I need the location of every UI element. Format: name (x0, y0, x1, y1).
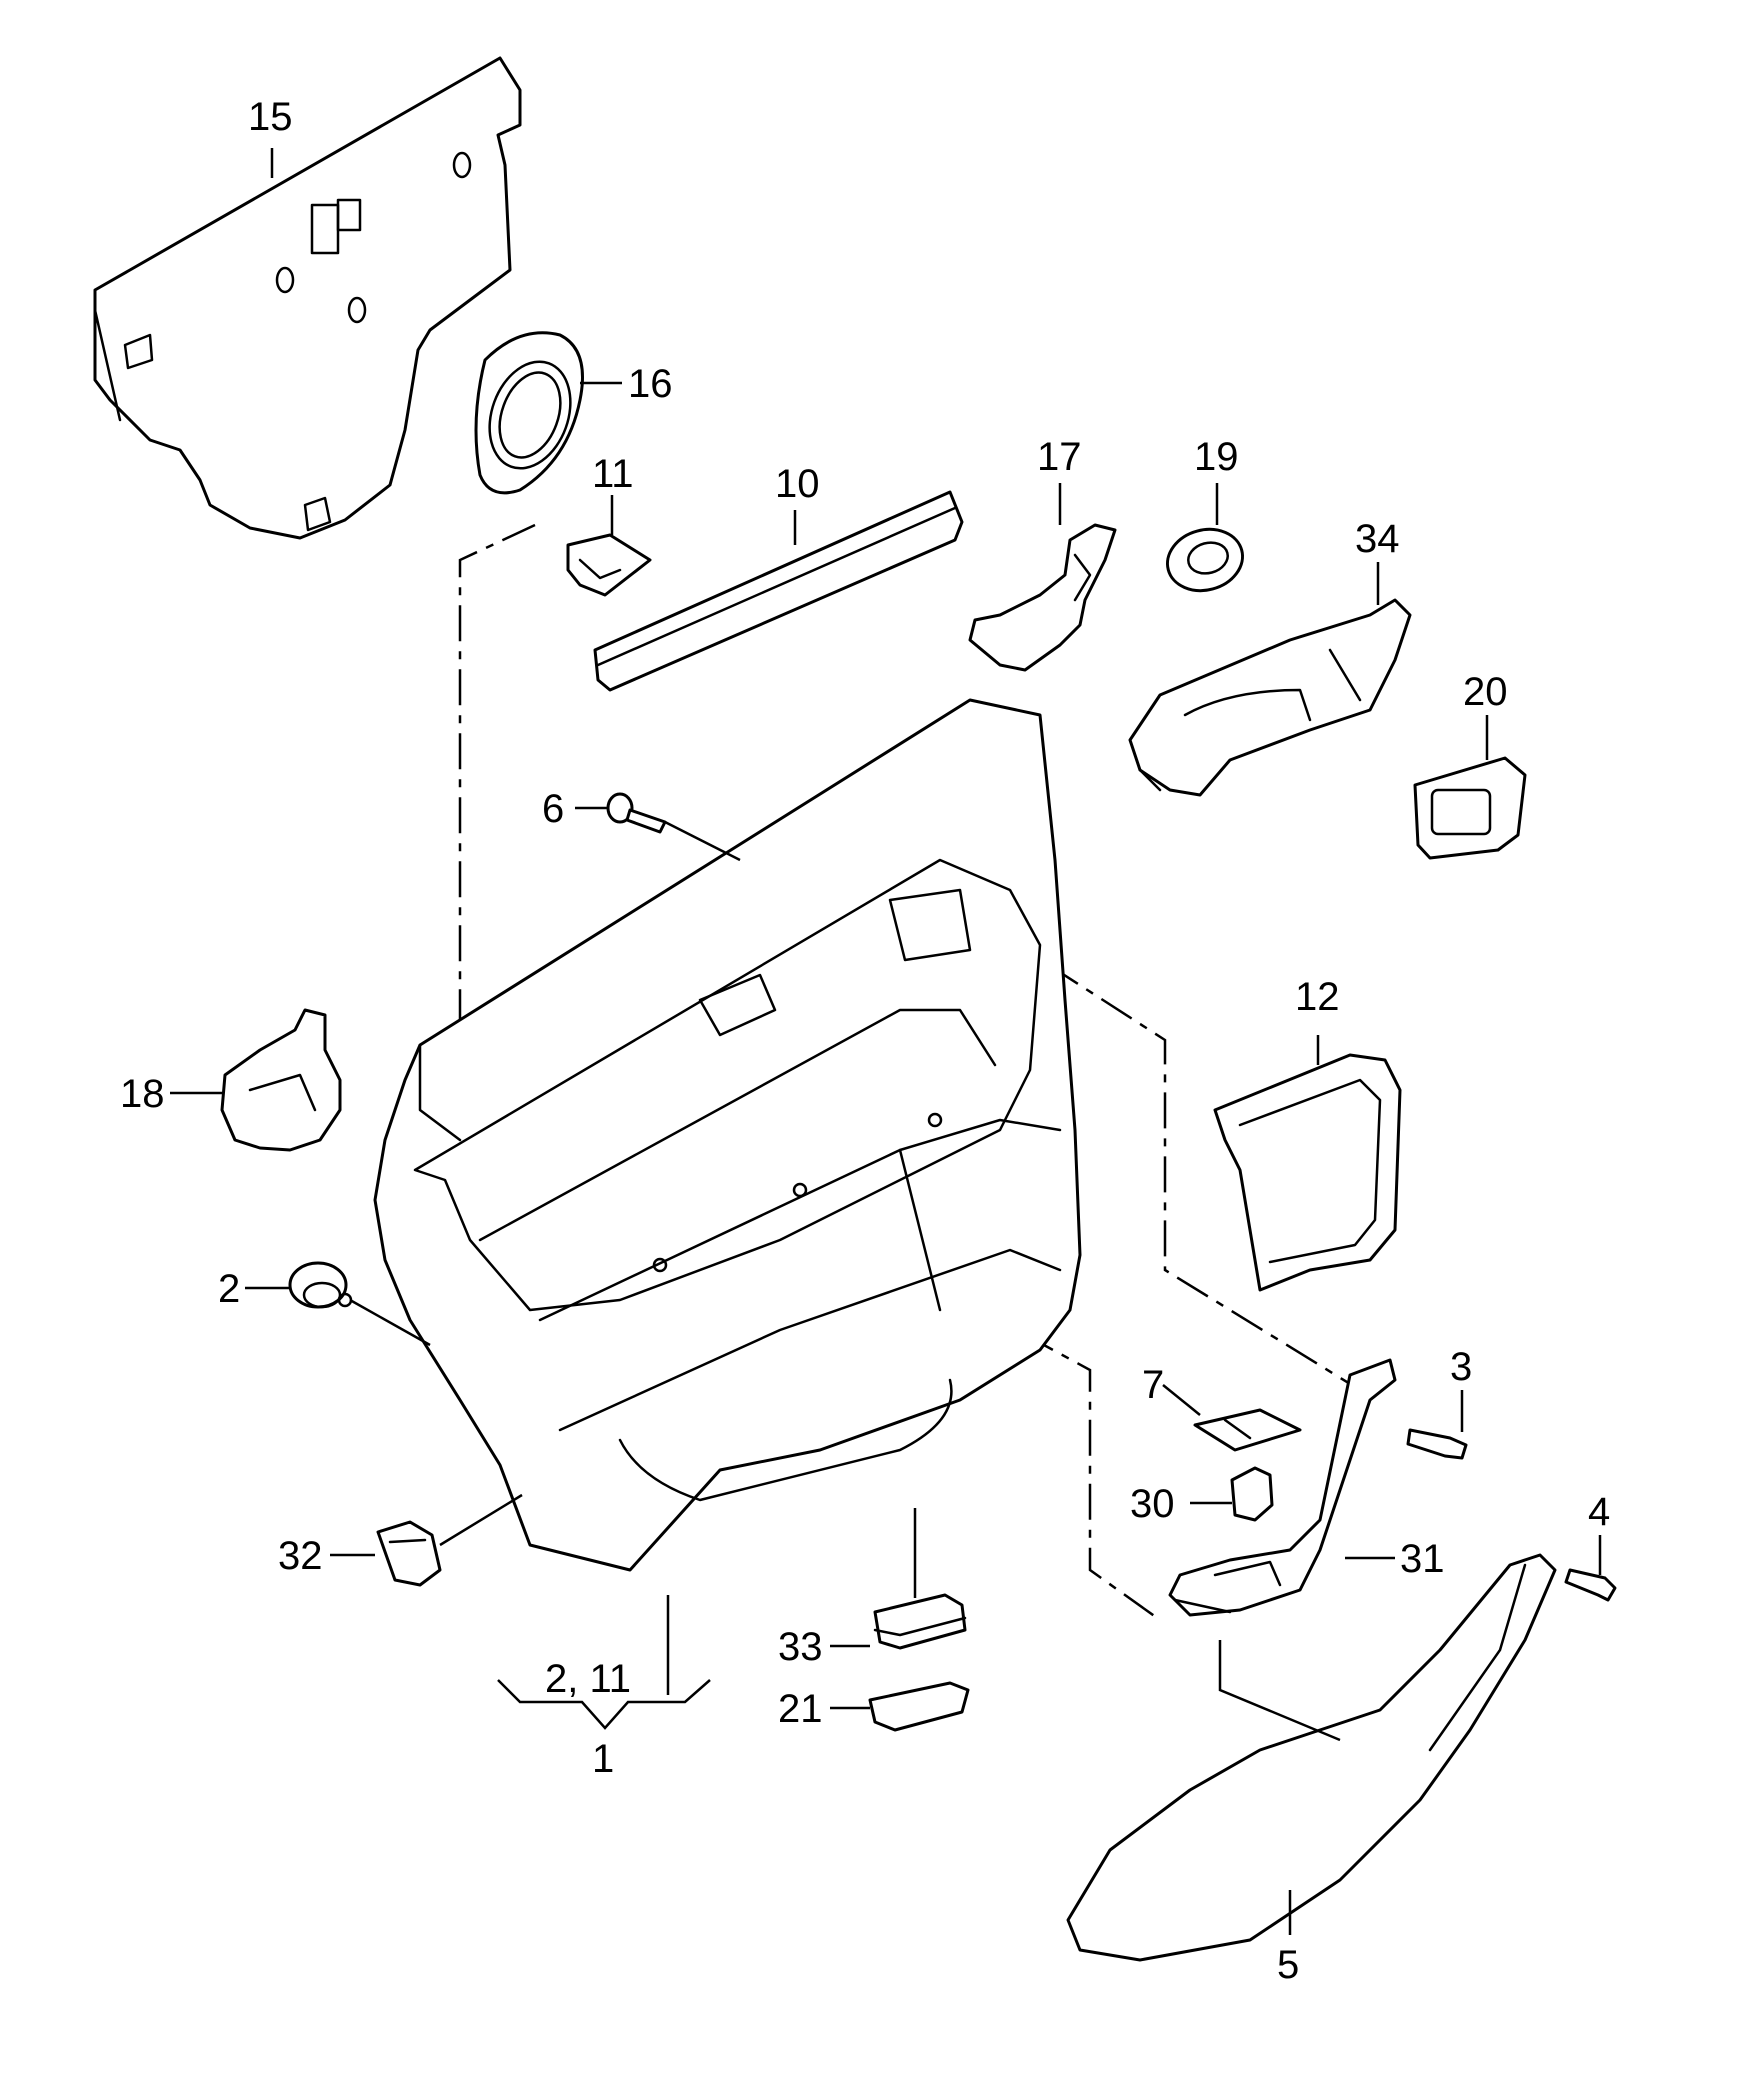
callout-2-11: 2, 11 (545, 1657, 631, 1701)
part-17-bracket (968, 523, 1117, 672)
part-20-switch-cover (1413, 756, 1527, 860)
callout-30: 30 (1130, 1482, 1175, 1526)
callout-21: 21 (778, 1687, 823, 1731)
callout-15: 15 (248, 95, 293, 139)
callout-16: 16 (628, 362, 673, 406)
part-32-clip (376, 1520, 442, 1587)
callout-3: 3 (1450, 1345, 1472, 1389)
part-30-switch (1230, 1466, 1274, 1522)
part-2-cap-nut (288, 1261, 353, 1309)
callout-33: 33 (778, 1625, 823, 1669)
part-7-switch-label (1193, 1408, 1302, 1452)
callout-18: 18 (120, 1072, 165, 1116)
callout-12: 12 (1295, 975, 1340, 1019)
part-33-cover (873, 1593, 967, 1650)
callout-10: 10 (775, 462, 820, 506)
part-31-grab-handle-carrier (1168, 1358, 1397, 1617)
callout-labels: 15 16 11 10 17 19 34 20 6 12 18 2 7 3 4 … (120, 95, 1610, 1987)
callout-34: 34 (1355, 517, 1400, 561)
callout-7: 7 (1142, 1363, 1164, 1407)
part-4-screw (1564, 1568, 1617, 1602)
part-1-door-trim-panel (373, 698, 1082, 1572)
callout-32: 32 (278, 1534, 323, 1578)
part-3-screw (1406, 1428, 1468, 1460)
part-18-lock-bracket (220, 1008, 342, 1152)
part-5-armrest (1066, 1553, 1557, 1962)
callout-20: 20 (1463, 670, 1508, 714)
part-10-trim-strip (593, 490, 964, 692)
part-15-insulation-panel (93, 56, 522, 540)
callout-31: 31 (1400, 1537, 1445, 1581)
callout-19: 19 (1194, 435, 1239, 479)
part-21-pad (868, 1681, 970, 1732)
part-34-handle-housing (1128, 598, 1412, 797)
part-19-grommet (1165, 527, 1245, 593)
callout-1: 1 (592, 1737, 614, 1781)
callout-2: 2 (218, 1267, 240, 1311)
callout-11: 11 (592, 452, 634, 496)
part-16-speaker-ring (474, 331, 584, 495)
callout-4: 4 (1588, 1490, 1610, 1534)
part-6-screw (606, 792, 667, 834)
part-12-trim-frame (1213, 1053, 1402, 1292)
part-11-clip (566, 533, 652, 597)
callout-17: 17 (1037, 435, 1082, 479)
leader-lines (170, 148, 1602, 1935)
callout-6: 6 (542, 787, 564, 831)
callout-5: 5 (1277, 1943, 1299, 1987)
